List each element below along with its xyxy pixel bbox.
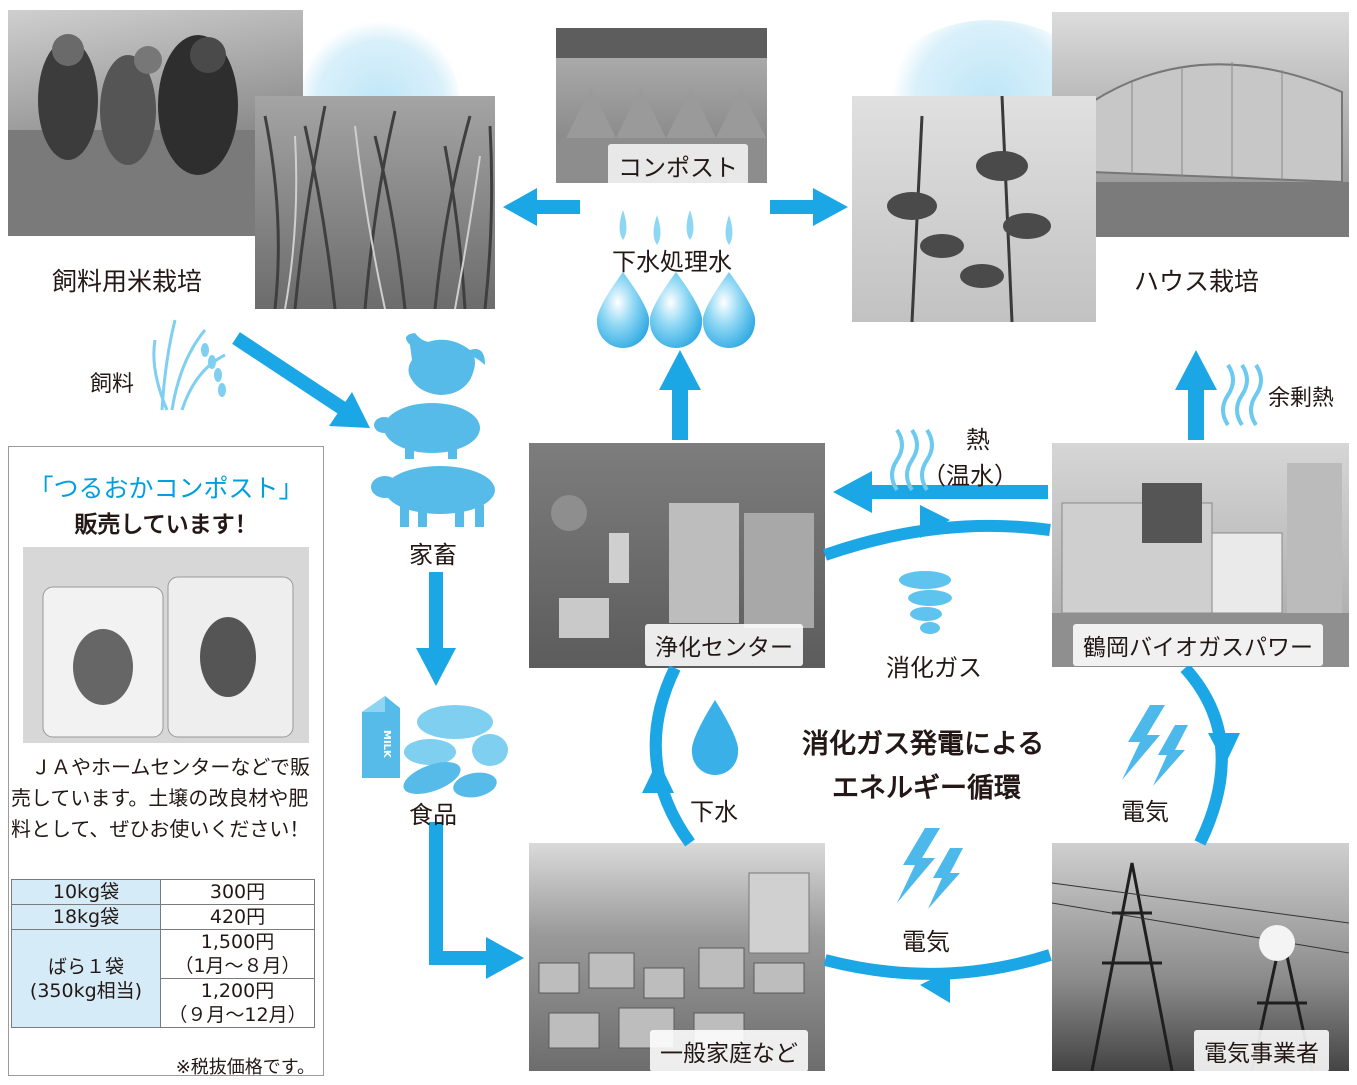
rice-field-photo (255, 96, 495, 309)
table-row: 18kg袋 420円 (11, 904, 315, 930)
table-row: 10kg袋 300円 (11, 879, 315, 905)
rice-planting-photo (8, 10, 303, 236)
tomato-plants-photo (852, 96, 1096, 322)
bulk-period-a: （1月～８月） (174, 955, 301, 977)
greenhouse-scene (1052, 62, 1349, 237)
house-cultivation-label: ハウス栽培 (1124, 258, 1270, 302)
rice-cultivation-label: 飼料用米栽培 (42, 258, 213, 302)
digestion-gas-label: 消化ガス (886, 654, 982, 682)
arrow-food-to-homes (486, 937, 524, 979)
feed-label: 飼料 (90, 372, 135, 397)
pig-icon (374, 403, 480, 459)
panel-description: ＪＡやホームセンターなどで販売しています。土壌の改良材や肥料として、ぜひお使いく… (11, 755, 310, 841)
utility-label: 電気事業者 (1194, 1030, 1329, 1072)
meat-icon (404, 705, 508, 766)
residential-area-photo (529, 843, 825, 1071)
price-table: 10kg袋 300円 18kg袋 420円 ばら１袋 (350kg相当) 1,5… (11, 879, 315, 1028)
power-lines-scene (1052, 862, 1349, 1071)
arrow-livestock-to-food (416, 648, 456, 686)
purification-center-label: 浄化センター (645, 624, 803, 666)
tax-note: ※税抜価格です。 (175, 1057, 315, 1078)
lightning-icon (897, 828, 963, 909)
treated-water-label: 下水処理水 (612, 248, 732, 276)
arrow-to-rice (503, 188, 537, 226)
rice-planting-scene (8, 34, 303, 236)
center-title-line1: 消化ガス発電による (802, 729, 1045, 760)
lightning-icon (1122, 705, 1188, 786)
milk-carton-icon (362, 696, 400, 778)
compost-bags-photo (23, 547, 309, 743)
compost-sales-panel: 「つるおかコンポスト」 販売しています！ ＪＡやホームセンターなどで販売していま… (8, 446, 324, 1078)
gas-swirl-icon (899, 571, 952, 634)
surplus-heat-waves-icon (1221, 363, 1263, 427)
drop-icon (649, 272, 703, 348)
heat-label: 熱 (966, 426, 990, 454)
tomato-plants-scene (887, 96, 1051, 322)
cycle-arc-bottom (823, 949, 1052, 980)
arrow-to-house (813, 188, 848, 226)
table-row: ばら１袋 (350kg相当) 1,500円 （1月～８月） (11, 929, 315, 1028)
table-cell: ばら１袋 (350kg相当) (11, 929, 161, 1028)
table-cell: 1,500円 （1月～８月） (160, 929, 315, 979)
drop-icon (596, 272, 650, 348)
cycle-arrowhead-bottom (920, 970, 950, 1003)
food-label: 食品 (409, 801, 457, 829)
sewage-label: 下水 (690, 798, 738, 826)
table-cell: 10kg袋 (11, 879, 161, 905)
cycle-arc-top (823, 519, 1051, 561)
heat-sub-label: （温水） (922, 462, 1018, 490)
purification-center-scene (551, 495, 814, 638)
surplus-heat-label: 余剰熱 (1268, 386, 1335, 411)
table-cell: 300円 (160, 879, 315, 905)
milk-carton-label: MILK (381, 730, 392, 758)
rice-field-scene (263, 105, 494, 309)
bulk-size-note: (350kg相当) (29, 979, 143, 1002)
cycle-arrowhead-top (920, 505, 950, 538)
electricity-label-bottom: 電気 (902, 928, 950, 956)
greenhouse-photo (1052, 12, 1349, 237)
cycle-arc-right (1180, 663, 1228, 846)
table-row: 1,200円 （９月～12月） (12, 978, 315, 1028)
cycle-arc-left (649, 665, 695, 847)
arrow-heat-to-plant (833, 471, 872, 513)
biogas-power-label: 鶴岡バイオガスパワー (1073, 624, 1323, 666)
bulk-period-b: （９月～12月） (168, 1004, 307, 1026)
cow-icon (371, 466, 495, 527)
table-cell: 18kg袋 (11, 904, 161, 930)
sausage-icon (403, 762, 497, 798)
sewage-drop-icon (691, 700, 739, 775)
livestock-label: 家畜 (409, 541, 457, 569)
arrow-surplus-heat (1175, 350, 1217, 390)
cycle-arrowhead-right (1208, 733, 1240, 765)
electricity-label-right: 電気 (1121, 798, 1169, 826)
compost-label: コンポスト (608, 144, 748, 187)
drop-icon (702, 272, 756, 348)
compost-bags-scene (23, 547, 309, 743)
rice-plant-icon (152, 319, 226, 411)
bulk-price-a: 1,500円 (200, 931, 275, 953)
arrow-rice-to-livestock (329, 392, 370, 428)
bulk-price-b: 1,200円 (200, 980, 275, 1002)
mist-drops (619, 210, 733, 245)
center-title-line2: エネルギー循環 (832, 773, 1021, 804)
bulk-size-label: ばら１袋 (47, 955, 124, 978)
panel-subtitle: 販売しています！ (74, 512, 258, 538)
cycle-arrowhead-left (642, 760, 674, 793)
homes-label: 一般家庭など (650, 1030, 808, 1072)
heat-waves-icon (890, 428, 934, 492)
chicken-icon (406, 333, 485, 395)
table-cell: 1,200円 （９月～12月） (160, 978, 315, 1028)
table-cell: 420円 (160, 904, 315, 930)
panel-title: 「つるおかコンポスト」 (28, 474, 304, 503)
arrow-plant-to-water (659, 350, 701, 390)
